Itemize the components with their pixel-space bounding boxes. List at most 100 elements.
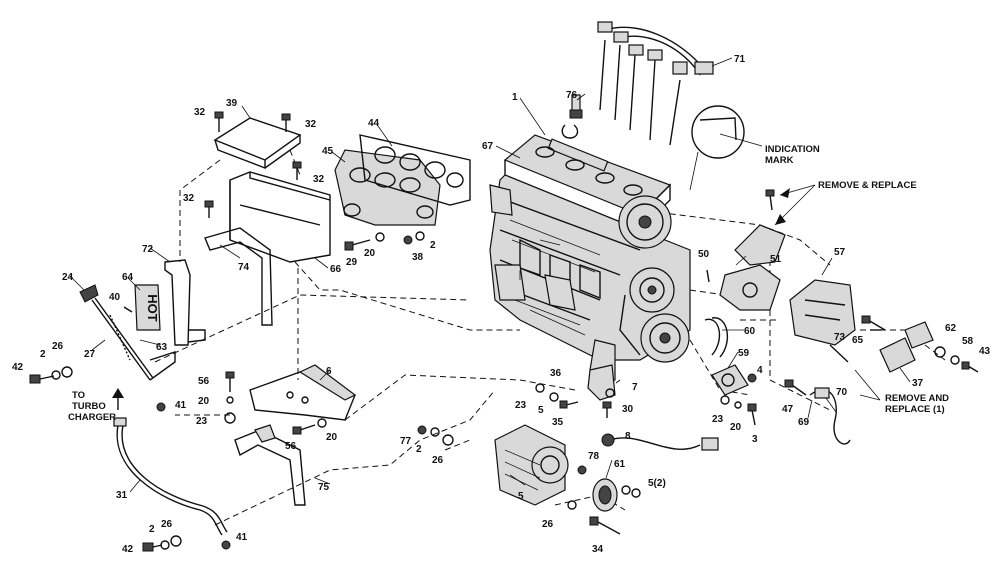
- spark-plug-wires: [597, 21, 714, 146]
- callout-69: 69: [798, 417, 810, 428]
- callout-57: 57: [834, 247, 846, 258]
- callout-75: 75: [318, 482, 330, 493]
- callout-39: 39: [226, 98, 238, 109]
- callout-1: 1: [512, 92, 518, 103]
- callout-41: 41: [236, 532, 248, 543]
- dipstick-bracket: [164, 259, 206, 346]
- mounting-plate: [249, 364, 357, 421]
- fasteners: [29, 111, 979, 552]
- spark-plug: [569, 94, 583, 119]
- lower-bracket: [234, 424, 306, 506]
- callout-59: 59: [738, 348, 750, 359]
- callout-26: 26: [542, 519, 554, 530]
- callout-26: 26: [52, 341, 64, 352]
- dipstick: [79, 284, 176, 381]
- idler-pulley: [711, 364, 749, 396]
- callout-6: 6: [326, 366, 332, 377]
- callout-35: 35: [552, 417, 564, 428]
- callout-78: 78: [588, 451, 600, 462]
- callout-26: 26: [161, 519, 173, 530]
- callout-70: 70: [836, 387, 848, 398]
- callout-64: 64: [122, 272, 134, 283]
- callout-32: 32: [305, 119, 317, 130]
- callout-5: 5: [518, 491, 524, 502]
- callout-56: 56: [285, 441, 297, 452]
- alternator-pulley: [592, 478, 618, 512]
- callout-40: 40: [109, 292, 121, 303]
- turbo-note: CHARGER: [68, 412, 116, 423]
- callout-numbers: 1 2 2 2 2 3 4 5 5 5(2) 6 7 8 20 20 20 20…: [12, 54, 991, 555]
- remove-replace-1-note: REMOVE AND: [885, 393, 949, 404]
- callout-2: 2: [40, 349, 46, 360]
- callout-37: 37: [912, 378, 924, 389]
- callout-58: 58: [962, 336, 974, 347]
- sensor-wire-8: [601, 433, 719, 451]
- heat-shield-box: [229, 171, 331, 263]
- callout-60: 60: [744, 326, 756, 337]
- remove-replace-1-note: REPLACE (1): [885, 404, 945, 415]
- hot-label-text: HOT: [145, 294, 160, 322]
- callout-47: 47: [782, 404, 794, 415]
- callout-23: 23: [712, 414, 724, 425]
- timing-belt-cover: [719, 224, 786, 311]
- diagram-notes: INDICATION MARK REMOVE & REPLACE REMOVE …: [68, 144, 949, 423]
- callout-3: 3: [752, 434, 758, 445]
- callout-72: 72: [142, 244, 154, 255]
- callout-36: 36: [550, 368, 562, 379]
- callout-65: 65: [852, 335, 864, 346]
- callout-42: 42: [12, 362, 24, 373]
- callout-45: 45: [322, 146, 334, 157]
- callout-23: 23: [196, 416, 208, 427]
- callout-20: 20: [730, 422, 742, 433]
- engine-assembly: [489, 124, 691, 386]
- callout-41: 41: [175, 400, 187, 411]
- callout-66: 66: [330, 264, 342, 275]
- callout-32: 32: [194, 107, 206, 118]
- callout-71: 71: [734, 54, 746, 65]
- callout-77: 77: [400, 436, 412, 447]
- callout-20: 20: [198, 396, 210, 407]
- callout-2: 2: [149, 524, 155, 535]
- callout-26: 26: [432, 455, 444, 466]
- callout-24: 24: [62, 272, 74, 283]
- callout-44: 44: [368, 118, 380, 129]
- callout-29: 29: [346, 257, 358, 268]
- callout-20: 20: [326, 432, 338, 443]
- callout-5: 5: [538, 405, 544, 416]
- callout-31: 31: [116, 490, 128, 501]
- callout-32: 32: [313, 174, 325, 185]
- callout-38: 38: [412, 252, 424, 263]
- manifold-gasket: [359, 134, 471, 206]
- callout-76: 76: [566, 90, 578, 101]
- callout-7: 7: [632, 382, 638, 393]
- drive-belt: [704, 317, 729, 358]
- callout-8: 8: [625, 431, 631, 442]
- callout-4: 4: [757, 365, 763, 376]
- callout-73: 73: [834, 332, 846, 343]
- indication-mark-detail: [689, 105, 763, 191]
- callout-62: 62: [945, 323, 957, 334]
- callout-67: 67: [482, 141, 494, 152]
- callout-5-2: 5(2): [648, 478, 666, 489]
- indication-mark-note: INDICATION: [765, 144, 820, 155]
- callout-leaders: [69, 57, 911, 493]
- dipstick-tube: [113, 417, 228, 536]
- callout-74: 74: [238, 262, 250, 273]
- callout-30: 30: [622, 404, 634, 415]
- callout-32: 32: [183, 193, 195, 204]
- remove-replace-note: REMOVE & REPLACE: [818, 180, 917, 191]
- callout-56: 56: [198, 376, 210, 387]
- alternator: [494, 424, 569, 506]
- exhaust-manifold: [334, 149, 441, 226]
- heat-shield-top: [213, 117, 302, 170]
- callout-51: 51: [770, 254, 782, 265]
- callout-43: 43: [979, 346, 991, 357]
- turbo-note: TURBO: [72, 401, 106, 412]
- callout-2: 2: [416, 444, 422, 455]
- turbo-arrow: [112, 388, 124, 410]
- water-outlet: [587, 364, 616, 401]
- alternator-bracket: [789, 279, 856, 346]
- callout-27: 27: [84, 349, 96, 360]
- shield-bracket: [204, 227, 273, 326]
